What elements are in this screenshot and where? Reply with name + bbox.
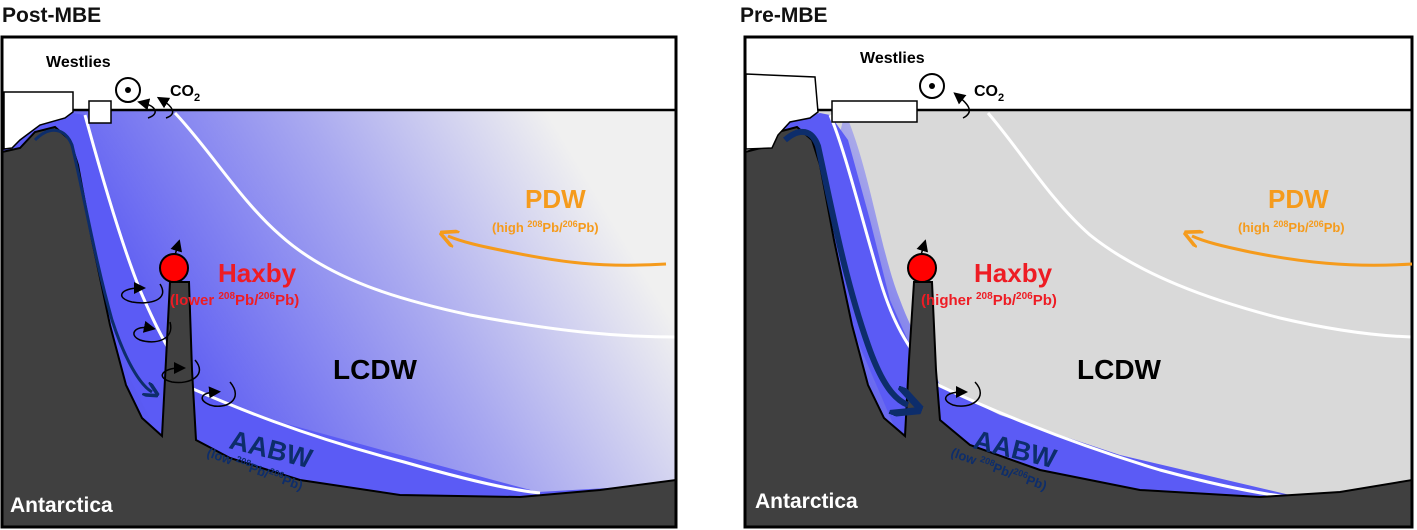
pdw-flow-arrow — [1192, 236, 1413, 267]
haxby-label: Haxby — [218, 258, 297, 288]
co2-flux-arrow-icon — [156, 96, 174, 119]
pdw-boundary — [173, 111, 677, 339]
panel-title: Post-MBE — [2, 4, 101, 27]
haxby-label: Haxby — [974, 258, 1053, 288]
panel-title: Pre-MBE — [740, 4, 828, 27]
eddy-mixing-icons — [121, 239, 237, 407]
wind-out-of-page-icon — [115, 77, 141, 103]
eddy-icon — [121, 282, 164, 304]
sea-ice — [831, 100, 918, 123]
westlies-label: Westlies — [860, 50, 925, 67]
eddy-icon — [161, 359, 201, 384]
panel-frame — [0, 35, 678, 529]
co2-flux-arrow-icon — [137, 98, 156, 119]
lcdw-label: LCDW — [333, 354, 418, 385]
pdw-ratio-note: (high 208Pb/206Pb) — [1238, 219, 1345, 235]
co2-flux-arrow-icon — [953, 92, 971, 119]
co2-label: CO2 — [170, 83, 200, 104]
aabw-flow-arrow — [783, 128, 908, 405]
panel-pre-mbe: Pre-MBE Antarctica Westlies CO2 Haxby (h… — [740, 4, 1414, 529]
antarctica-label: Antarctica — [755, 490, 858, 513]
eddy-icon — [133, 320, 172, 343]
haxby-ratio-note: (higher 208Pb/206Pb) — [921, 291, 1057, 309]
wind-out-of-page-icon — [919, 73, 945, 99]
eddy-icon — [201, 381, 237, 407]
pdw-ratio-note: (high 208Pb/206Pb) — [492, 219, 599, 235]
panel-frame — [743, 35, 1414, 529]
pdw-label: PDW — [1268, 184, 1329, 214]
haxby-site-marker — [907, 253, 937, 283]
pdw-flow-arrow — [448, 236, 667, 267]
pdw-label: PDW — [525, 184, 586, 214]
haxby-ratio-note: (lower 208Pb/206Pb) — [170, 291, 299, 309]
lcdw-label: LCDW — [1077, 354, 1162, 385]
aabw-flow-arrow — [33, 129, 152, 392]
westlies-label: Westlies — [46, 54, 111, 71]
ice-shelf — [3, 91, 74, 150]
co2-label: CO2 — [974, 83, 1004, 104]
antarctica-label: Antarctica — [10, 494, 113, 517]
aabw-ratio-note: (low 208Pb/206Pb) — [949, 444, 1049, 494]
ice-shelf — [745, 73, 819, 150]
eddy-icon — [944, 381, 982, 407]
panel-post-mbe: Post-MBE Antarctica Westlies CO2 — [0, 4, 678, 529]
sea-ice — [88, 100, 112, 124]
pdw-boundary — [986, 112, 1413, 339]
haxby-site-marker — [159, 253, 189, 283]
